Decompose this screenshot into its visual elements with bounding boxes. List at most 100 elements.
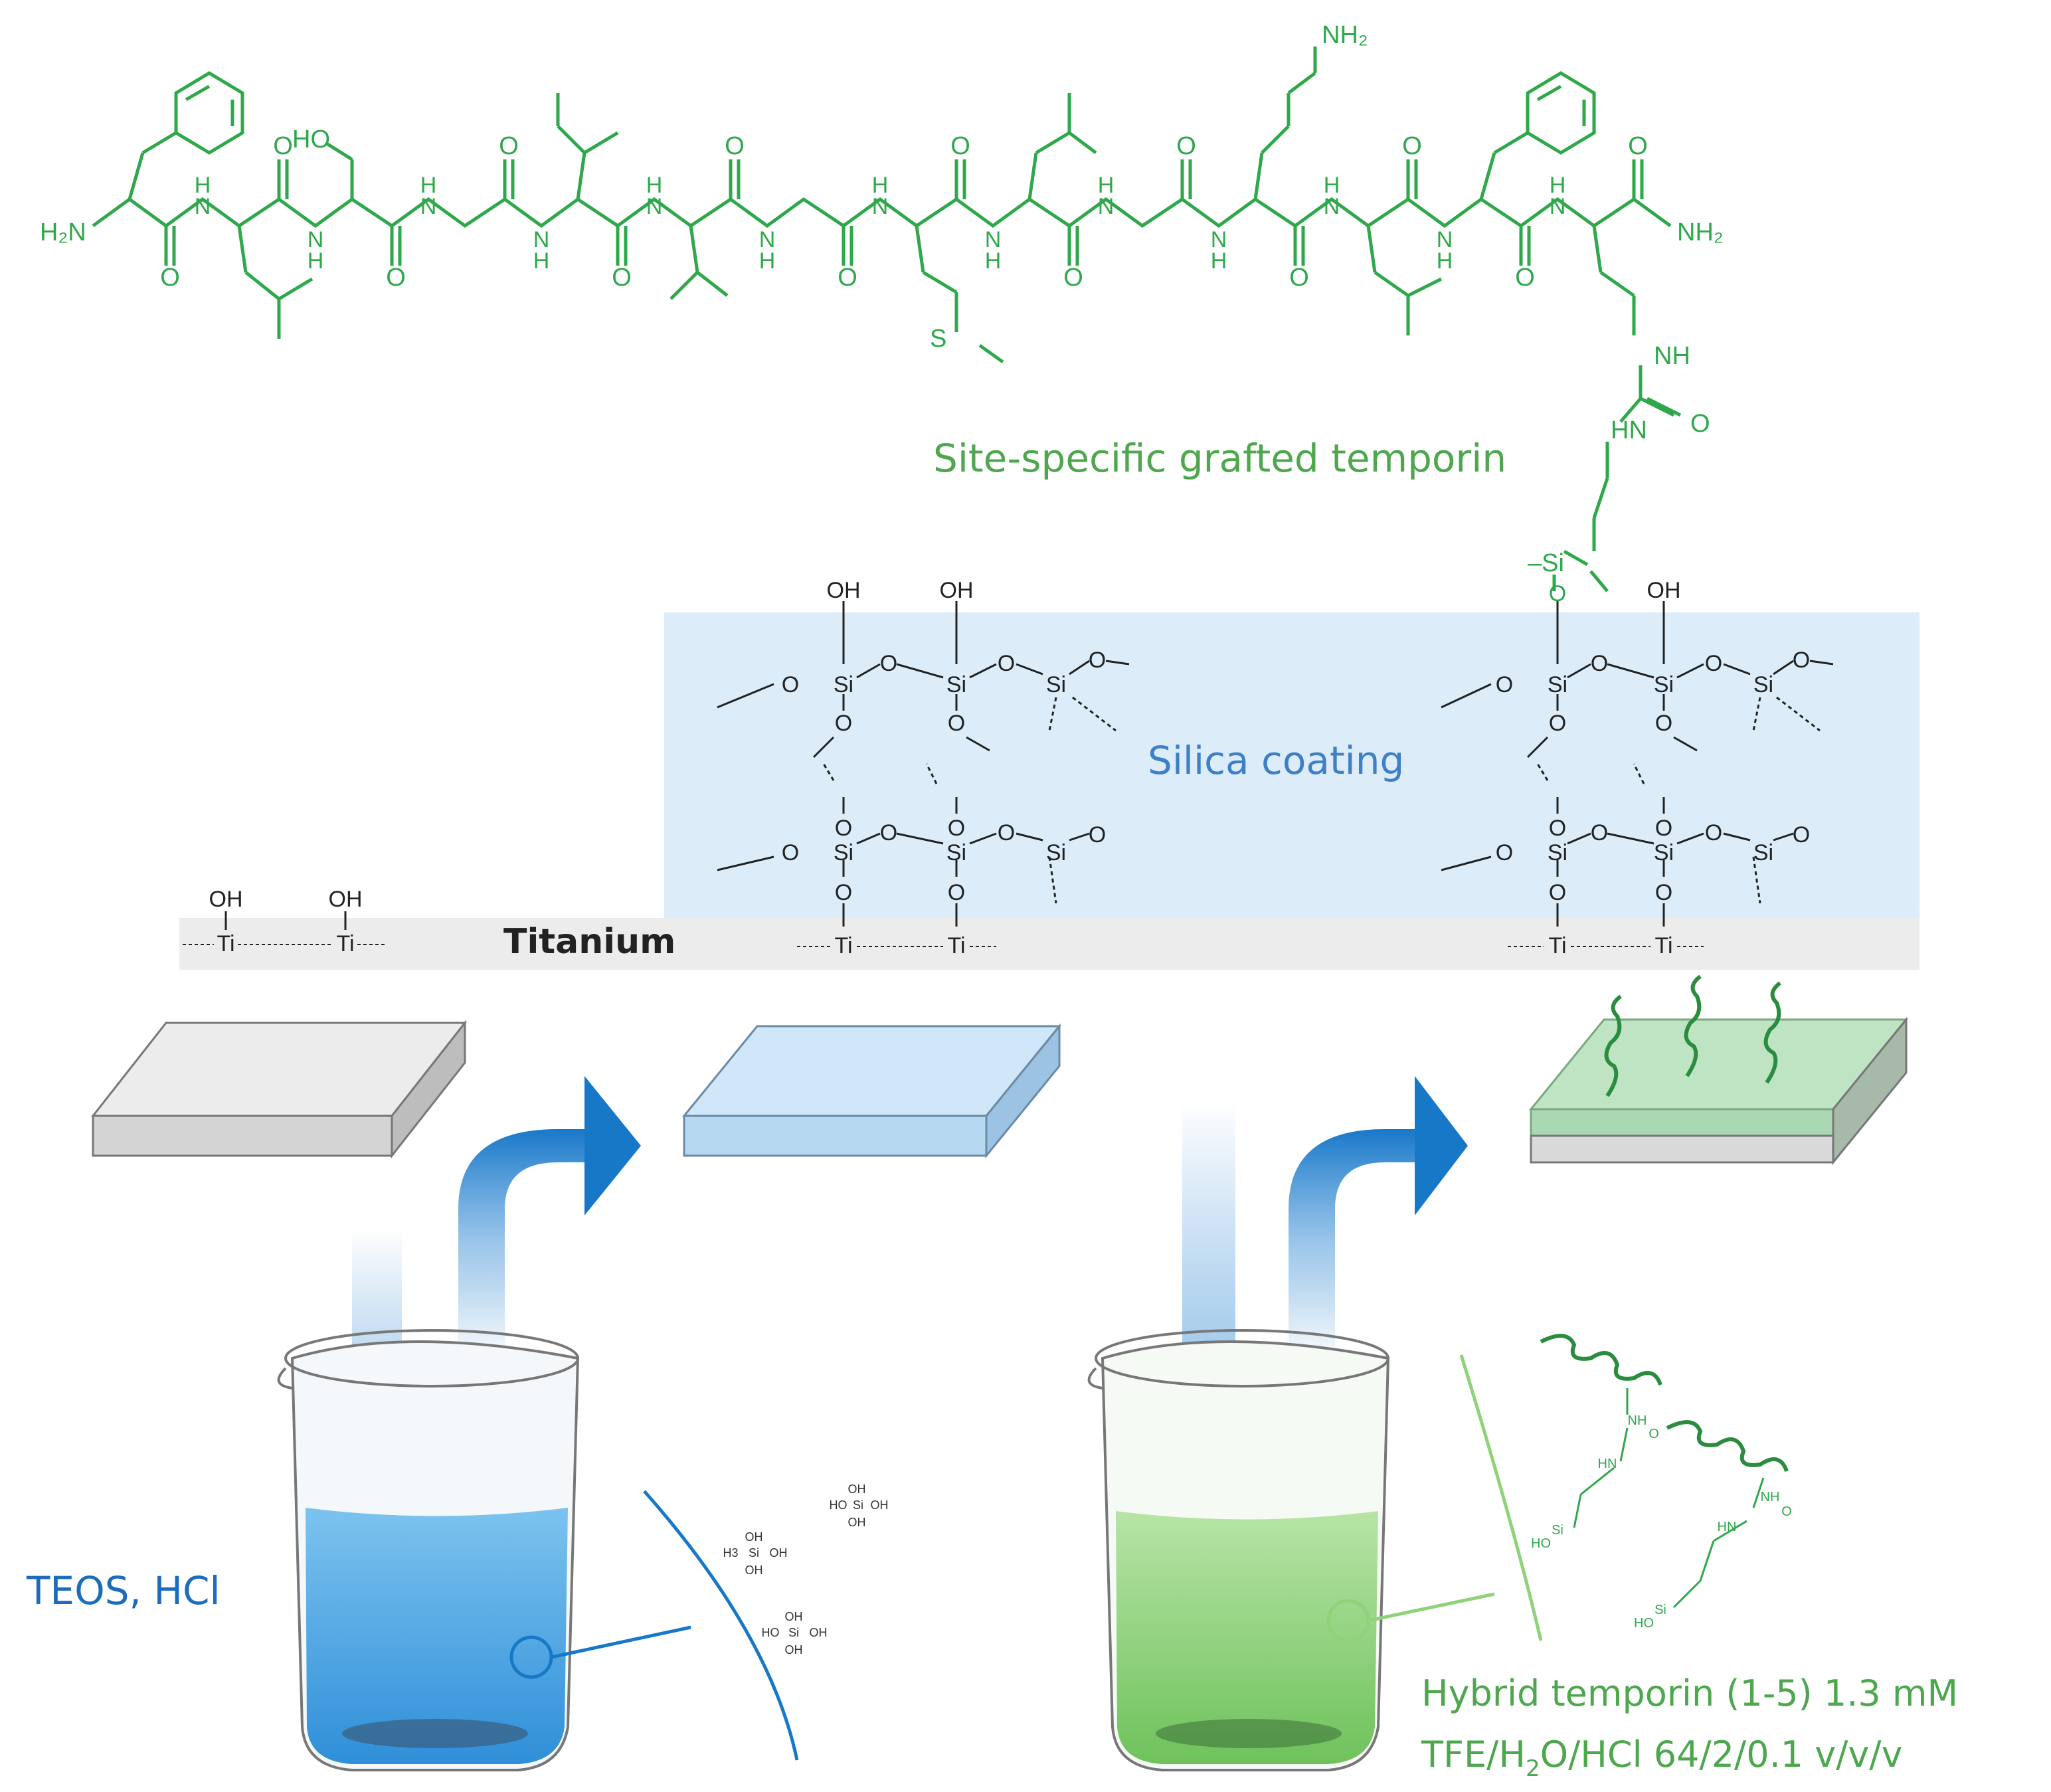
amide-h: H (195, 173, 211, 198)
silica-coating-layer (664, 612, 1919, 918)
si-atom: Si (834, 672, 853, 697)
bare-titanium-hydroxyls: OH OH Ti Ti (183, 887, 385, 956)
serine-sidechain (324, 141, 354, 199)
mini-oh: OH (871, 1498, 889, 1512)
mini-oh: OH (745, 1530, 763, 1544)
solvent-text-b: O/HCl 64/2/0.1 v/v/v (1540, 1734, 1903, 1775)
bridging-o: O (1655, 711, 1672, 736)
amide-h: H (308, 248, 324, 274)
urea-hn-label: HN (1611, 416, 1647, 444)
ti-atom: Ti (1548, 933, 1566, 958)
mini-oh: OH (810, 1626, 828, 1639)
carbonyl-o: O (499, 132, 519, 160)
mini-nh: NH (1628, 1413, 1647, 1428)
methionine-sidechain (915, 225, 1004, 364)
bridging-o: O (782, 840, 799, 865)
amide-n: N (646, 194, 663, 219)
carbonyl-bonds (164, 159, 1644, 266)
phenylalanine-sidechain-1 (128, 71, 244, 200)
amide-h: H (1098, 173, 1115, 198)
mini-oh: OH (848, 1482, 866, 1496)
si-atom: Si (1654, 672, 1674, 697)
urea-nh-label: NH (1654, 342, 1690, 370)
bridging-o: O (948, 711, 965, 736)
carbonyl-o: O (725, 132, 745, 160)
grafted-si-label: –Si (1528, 549, 1564, 577)
amide-n: N (759, 227, 776, 252)
isoleucine-sidechain (556, 93, 619, 200)
carbonyl-o: O (612, 264, 632, 292)
helix-icon (1540, 1334, 1662, 1386)
carbonyl-o: O (950, 132, 970, 160)
silanol-oh: OH (940, 578, 974, 603)
valine-sidechain (669, 225, 729, 300)
amide-h: H (646, 173, 663, 198)
mini-nh: NH (1761, 1490, 1780, 1504)
arrow-up-right (1289, 1129, 1415, 1362)
bridging-o: O (1549, 711, 1566, 736)
si-atom: Si (1548, 840, 1567, 865)
amide-n: N (1324, 194, 1340, 219)
amide-n: N (195, 194, 211, 219)
bridging-o: O (1705, 820, 1722, 846)
amide-h: H (759, 248, 776, 274)
plate-peptide-grafted (1528, 974, 1909, 1166)
carbonyl-o: O (386, 264, 406, 292)
mini-si: Si (853, 1498, 863, 1512)
ti-atom: Ti (336, 931, 354, 956)
si-atom: Si (1046, 840, 1066, 865)
si-atom: Si (834, 840, 853, 865)
si-atom: Si (1753, 840, 1773, 865)
mini-oh: OH (770, 1546, 788, 1560)
bridging-o: O (782, 672, 799, 697)
beaker-hybrid-temporin (1087, 1329, 1543, 1771)
mini-ho: HO (1634, 1616, 1654, 1631)
ti-atom: Ti (834, 933, 852, 958)
silica-network-right: O OH Si Si Si O O O O O O O O Si Si Si O… (1441, 578, 1834, 958)
bridging-o: O (1705, 651, 1722, 676)
lysine-sidechain (1253, 46, 1317, 200)
bridging-o: O (1549, 880, 1566, 905)
bridging-o: O (1591, 820, 1608, 846)
amide-h: H (872, 173, 889, 198)
beaker-teos (277, 1329, 799, 1771)
mini-h3: H3 (723, 1546, 738, 1560)
solvent-ratio-label: TFE/H2O/HCl 64/2/0.1 v/v/v (1421, 1734, 1903, 1782)
methionine-s-label: S (930, 325, 946, 353)
amide-h: H (1211, 248, 1227, 274)
bridging-o: O (835, 711, 852, 736)
amide-h: H (985, 248, 1002, 274)
amide-h: H (420, 173, 437, 198)
bridging-o: O (998, 820, 1015, 846)
arrow-up-right-head (1415, 1076, 1468, 1215)
solvent-subscript: 2 (1526, 1755, 1540, 1782)
amide-n: N (1437, 227, 1453, 252)
si-atom: Si (1548, 672, 1567, 697)
silanol-oh: OH (1647, 578, 1681, 603)
bridging-o: O (880, 651, 897, 676)
si-atom: Si (946, 840, 966, 865)
ti-hydroxyl: OH (209, 887, 243, 912)
leucine-sidechain-3 (1366, 225, 1443, 335)
peptide-caption: Site-specific grafted temporin (933, 436, 1506, 481)
urea-o-label: O (1690, 410, 1710, 438)
si-atom: Si (946, 672, 966, 697)
bridging-o: O (1793, 648, 1810, 673)
mini-hn: HN (1598, 1457, 1617, 1471)
ti-hydroxyl: OH (329, 887, 363, 912)
ti-atom: Ti (217, 931, 234, 956)
leucine-sidechain-2 (1027, 93, 1097, 200)
mini-oh: OH (848, 1516, 866, 1529)
solvent-text-a: TFE/H (1421, 1734, 1526, 1775)
bridging-o: O (1591, 651, 1608, 676)
teos-hcl-label: TEOS, HCl (26, 1568, 221, 1613)
temporin-peptide-structure (92, 46, 1682, 592)
amide-n: N (533, 227, 550, 252)
amide-n: N (1098, 194, 1115, 219)
titanium-label: Titanium (503, 922, 675, 962)
ti-atom: Ti (947, 933, 965, 958)
peptide-amide-n-labels: HN NH HN NH HN NH HN NH HN NH HN NH HN (195, 173, 1566, 274)
bridging-o: O (1655, 816, 1672, 841)
bridging-o: O (948, 880, 965, 905)
amide-n: N (985, 227, 1002, 252)
